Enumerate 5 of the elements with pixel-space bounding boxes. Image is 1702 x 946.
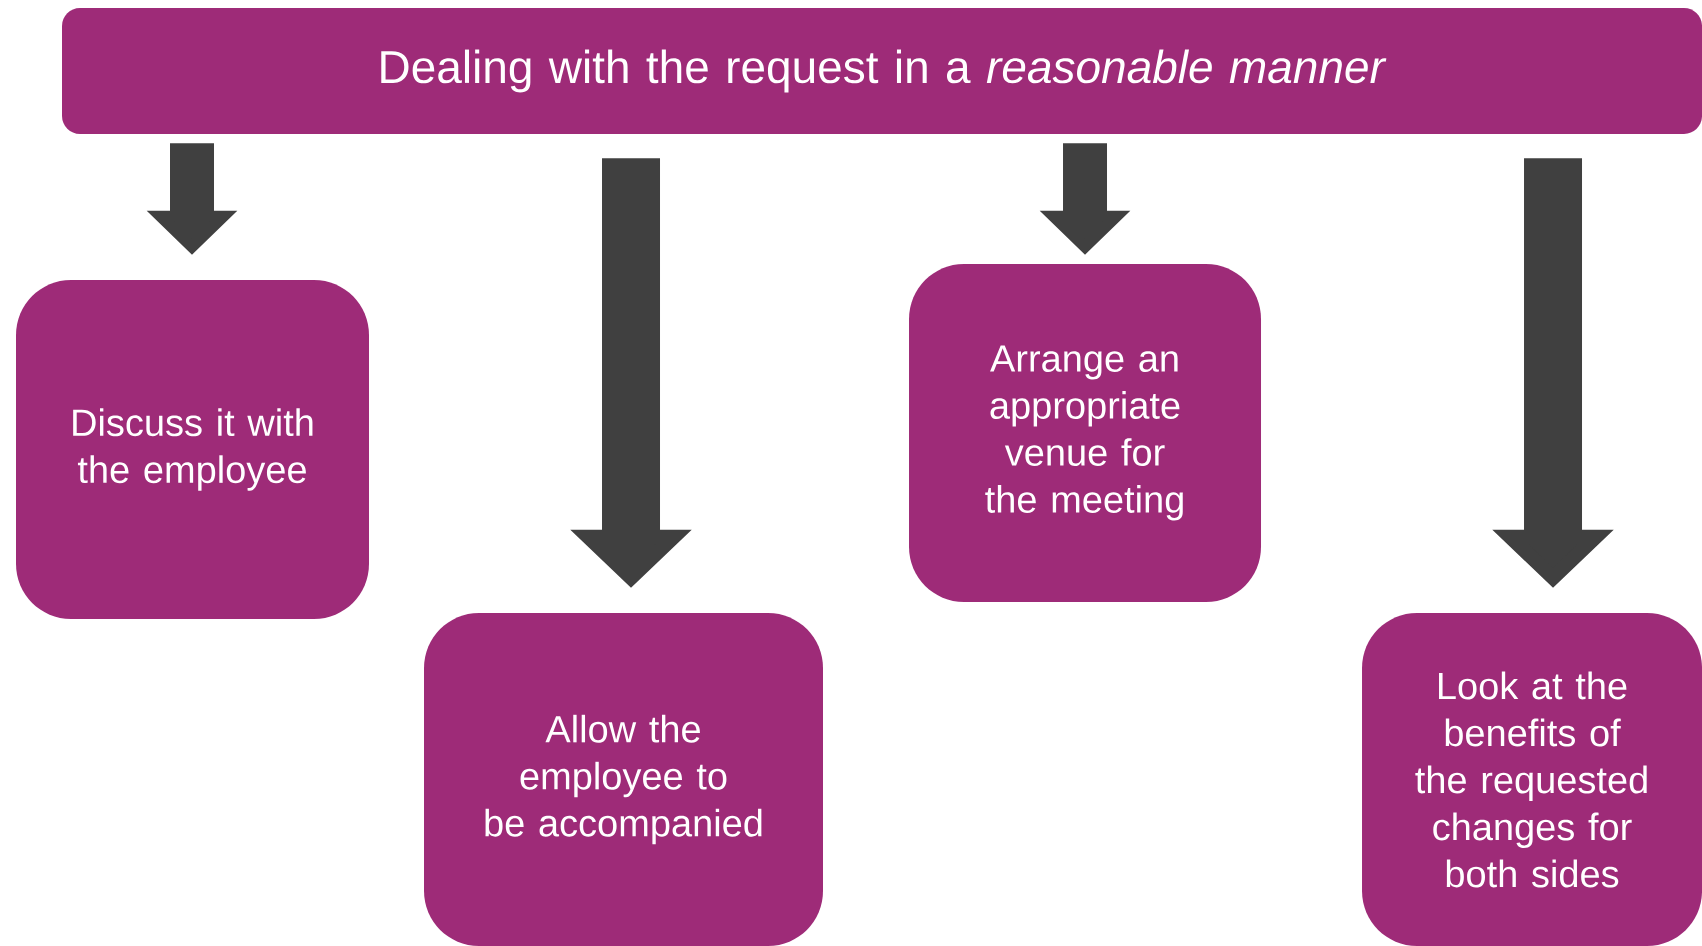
rounded-box: Look at the benefits of the requested changes for both sides <box>1362 613 1702 946</box>
rounded-box: Allow the employee to be accompanied <box>424 613 823 946</box>
title-banner: Dealing with the request in a reasonable manner <box>62 8 1702 134</box>
rounded-box: Discuss it with the employee <box>16 280 369 619</box>
rounded-box: Arrange an appropriate venue for the meeting <box>909 264 1261 602</box>
